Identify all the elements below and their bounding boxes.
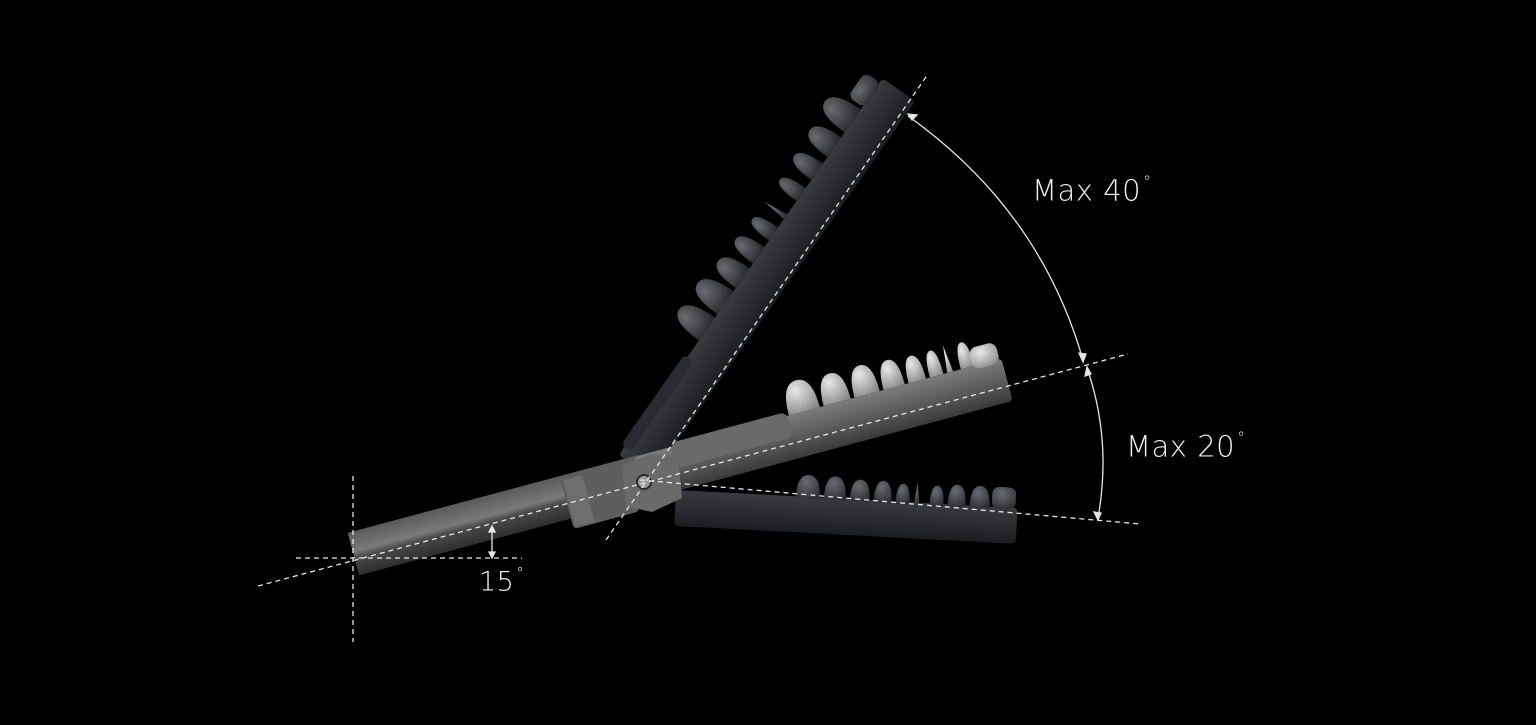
label-value: 15 bbox=[479, 566, 515, 598]
pivot-screw-icon bbox=[636, 474, 652, 490]
angle-arcs bbox=[487, 113, 1104, 560]
degree-symbol: ° bbox=[1237, 428, 1246, 447]
fixture-head-neutral bbox=[635, 342, 1012, 499]
degree-symbol: ° bbox=[516, 564, 525, 582]
pivot-hinge bbox=[622, 454, 682, 512]
fixture-head-raised bbox=[620, 74, 914, 477]
fixture-head-lowered bbox=[674, 474, 1018, 544]
label-value: 20 bbox=[1197, 429, 1236, 464]
arm-angle-15-label: 15° bbox=[479, 564, 524, 598]
max-20-label: Max 20° bbox=[1126, 428, 1246, 464]
label-value: 40 bbox=[1103, 173, 1142, 208]
label-prefix: Max bbox=[1126, 429, 1198, 464]
max-40-label: Max 40° bbox=[1032, 172, 1152, 208]
guide-lines bbox=[257, 73, 1141, 642]
degree-symbol: ° bbox=[1143, 172, 1152, 191]
label-prefix: Max bbox=[1032, 173, 1104, 208]
